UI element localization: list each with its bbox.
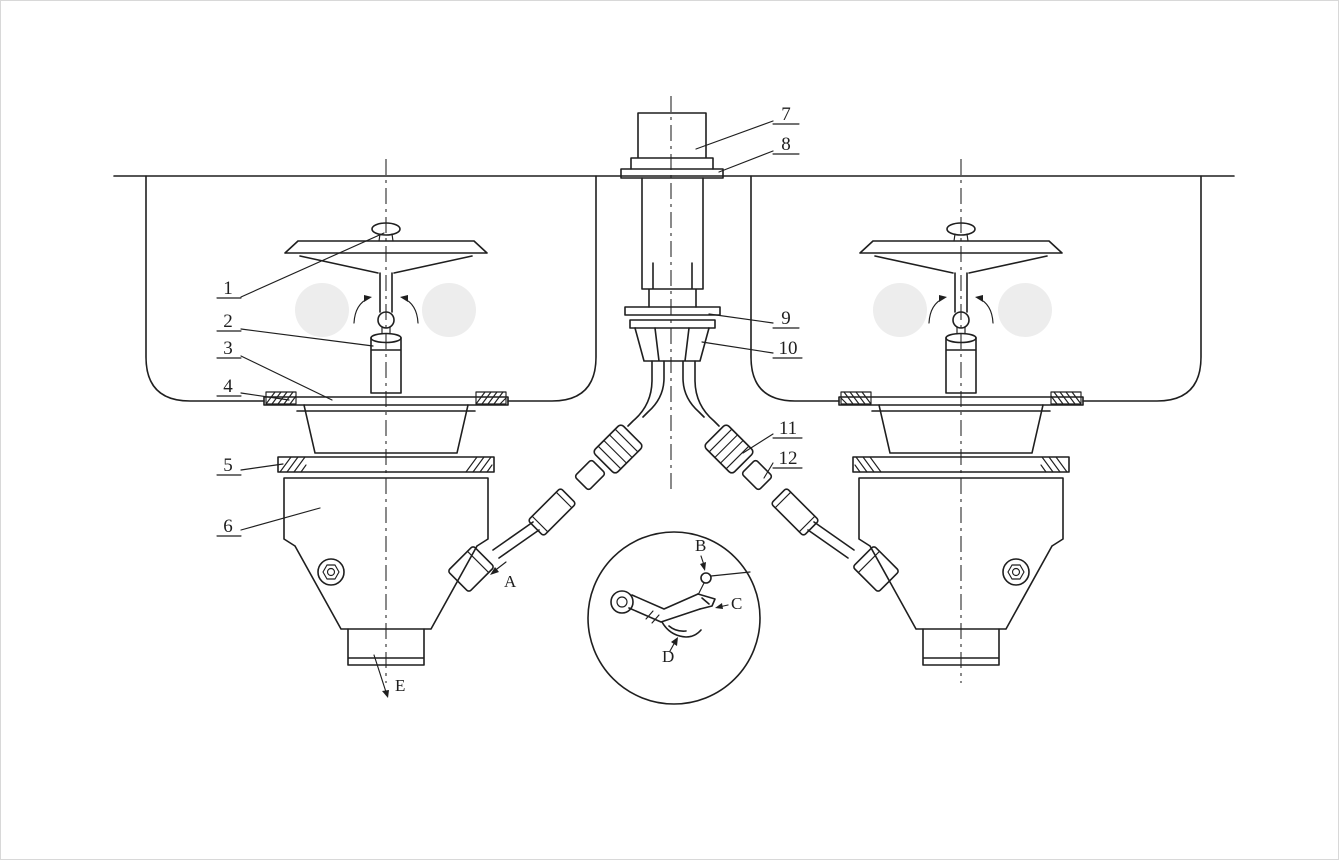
- letter-labels: A B C D E: [373, 536, 742, 698]
- callouts: 1 2 3 4 5 6 7 8 9 10 11 12: [216, 104, 803, 537]
- left-sink-unit: [145, 158, 597, 684]
- callout-label-10: 10: [779, 338, 798, 359]
- lever-arm: [628, 593, 701, 623]
- letter-label-C: C: [731, 594, 742, 613]
- locking-nut: [634, 327, 710, 362]
- deck-flange: [620, 168, 724, 179]
- callout-label-5: 5: [223, 455, 233, 476]
- overflow-cap: [630, 112, 714, 170]
- letter-label-E: E: [395, 676, 405, 695]
- callout-label-7: 7: [781, 104, 791, 125]
- callout-label-1: 1: [223, 278, 233, 299]
- overflow-assembly: [620, 96, 724, 493]
- callout-label-9: 9: [781, 308, 791, 329]
- lever-fork: [697, 593, 716, 610]
- lever-hook: [661, 621, 702, 638]
- overflow-body: [641, 177, 704, 308]
- pivot-pin: [700, 572, 712, 584]
- letter-label-A: A: [504, 572, 517, 591]
- washer-plate-1: [624, 306, 721, 316]
- callout-label-12: 12: [779, 448, 798, 469]
- callout-label-4: 4: [223, 376, 233, 397]
- callout-label-3: 3: [223, 338, 233, 359]
- letter-label-D: D: [662, 647, 674, 666]
- lever-ring: [610, 590, 634, 614]
- detail-circle: [587, 531, 761, 705]
- callout-label-11: 11: [779, 418, 797, 439]
- callout-label-8: 8: [781, 134, 791, 155]
- callout-label-6: 6: [223, 516, 233, 537]
- letter-label-B: B: [695, 536, 706, 555]
- right-hose-run: [682, 360, 901, 594]
- washer-plate-2: [629, 319, 716, 329]
- watermark-spots: [295, 283, 1052, 337]
- left-hose-run: [446, 360, 665, 594]
- callout-label-2: 2: [223, 311, 233, 332]
- right-sink-unit: [750, 158, 1202, 684]
